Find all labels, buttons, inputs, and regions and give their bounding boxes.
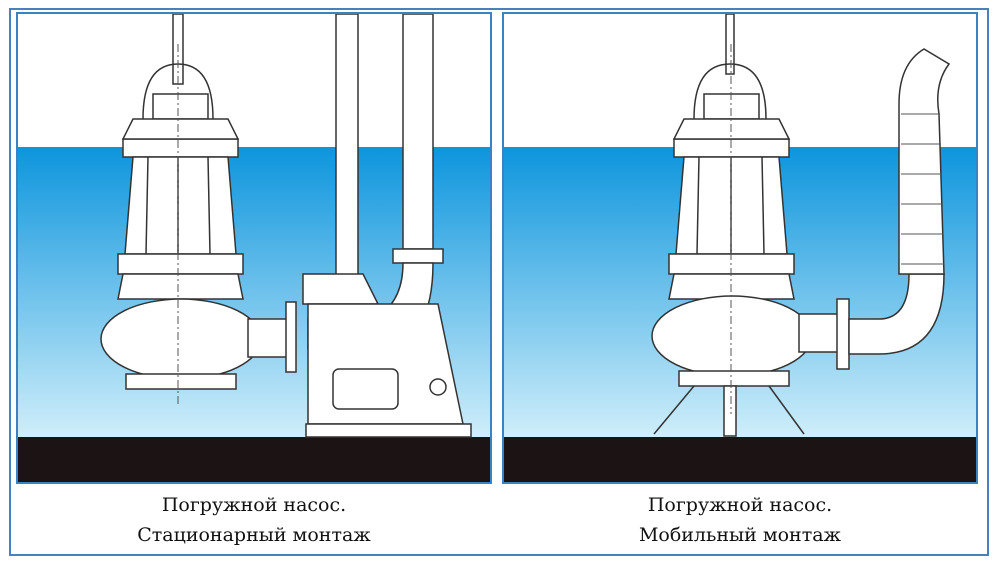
outer-frame	[9, 8, 989, 556]
caption-line-2: Мобильный монтаж	[638, 524, 842, 546]
caption-stationary: Погружной насос. Стационарный монтаж	[16, 490, 492, 550]
caption-mobile: Погружной насос. Мобильный монтаж	[502, 490, 978, 550]
mobile-pump-illustration	[502, 12, 978, 484]
caption-line-1: Погружной насос.	[647, 494, 833, 516]
mobile-pump-drawing	[504, 14, 976, 482]
caption-line-1: Погружной насос.	[161, 494, 347, 516]
ground	[18, 437, 490, 482]
stationary-pump-illustration	[16, 12, 492, 484]
stationary-pump-drawing	[18, 14, 490, 482]
caption-line-2: Стационарный монтаж	[137, 524, 371, 546]
